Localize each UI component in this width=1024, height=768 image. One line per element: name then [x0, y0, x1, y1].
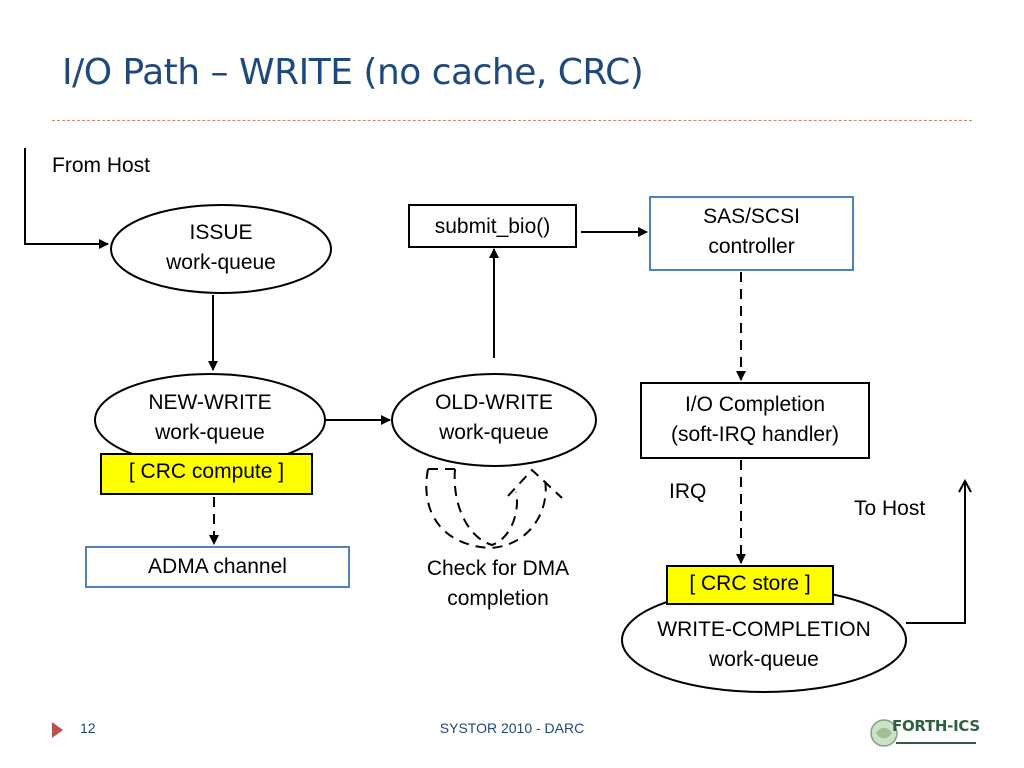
dma-polling-loop-inner: [453, 468, 518, 547]
new-write-node-label: NEW-WRITE work-queue: [110, 388, 310, 448]
from-host-arrow: [24, 148, 109, 249]
forth-ics-logo: [870, 719, 976, 747]
issue-label-line1: ISSUE: [189, 221, 253, 244]
adma-channel-box: [85, 546, 350, 588]
slide-title: I/O Path – WRITE (no cache, CRC): [62, 52, 644, 93]
to-host-label: To Host: [854, 497, 926, 520]
new-write-label-line2: work-queue: [155, 421, 265, 444]
logo-text: FORTH-ICS: [892, 717, 980, 735]
sas-scsi-label: SAS/SCSI controller: [650, 202, 853, 262]
check-dma-label: Check for DMA completion: [398, 554, 598, 614]
submit-bio-label: submit_bio(): [434, 215, 551, 238]
new-write-label-line1: NEW-WRITE: [148, 391, 272, 414]
from-host-label: From Host: [52, 154, 151, 177]
issue-node-label: ISSUE work-queue: [131, 218, 311, 278]
sas-scsi-label-line2: controller: [708, 235, 795, 258]
old-write-workqueue-node: [391, 373, 597, 467]
crc-compute-highlight: [ CRC compute ]: [100, 453, 313, 495]
io-completion-label-line2: (soft-IRQ handler): [670, 423, 840, 446]
old-write-node-label: OLD-WRITE work-queue: [404, 388, 584, 448]
footer-triangle-icon: [52, 722, 63, 738]
write-completion-label-line2: work-queue: [709, 648, 819, 671]
sas-scsi-controller-box: [649, 196, 854, 271]
irq-label: IRQ: [669, 480, 707, 503]
dma-polling-loop: [425, 468, 547, 550]
submit-bio-box: [408, 204, 577, 248]
title-divider: [52, 120, 972, 121]
page-number: 12: [80, 720, 96, 736]
crc-store-highlight: [ CRC store ]: [666, 565, 834, 605]
io-completion-label-line1: I/O Completion: [684, 393, 826, 416]
sas-scsi-label-line1: SAS/SCSI: [703, 205, 800, 228]
check-dma-label-line1: Check for DMA: [426, 557, 570, 580]
old-write-label-line1: OLD-WRITE: [435, 391, 553, 414]
adma-channel-label: ADMA channel: [148, 555, 287, 578]
io-completion-box: [640, 382, 870, 459]
dma-loop-arrowhead: [507, 468, 563, 499]
check-dma-label-line2: completion: [447, 587, 549, 610]
to-host-arrow: [906, 481, 965, 624]
write-completion-node-label: WRITE-COMPLETION work-queue: [614, 615, 914, 675]
footer-text: SYSTOR 2010 - DARC: [439, 720, 585, 736]
old-write-label-line2: work-queue: [439, 421, 549, 444]
issue-label-line2: work-queue: [166, 251, 276, 274]
issue-workqueue-node: [110, 204, 332, 294]
write-completion-label-line1: WRITE-COMPLETION: [657, 618, 871, 641]
io-completion-label: I/O Completion (soft-IRQ handler): [641, 390, 869, 450]
